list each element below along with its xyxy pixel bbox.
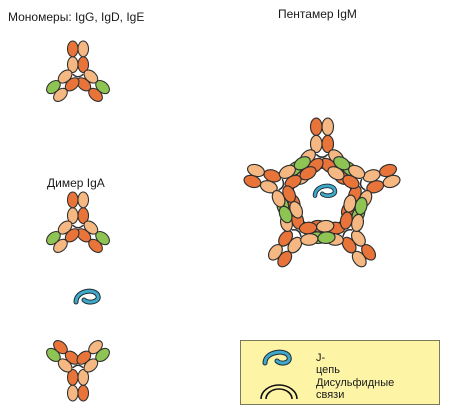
domain	[321, 117, 335, 136]
fab-arm	[298, 219, 336, 246]
domain	[333, 156, 351, 171]
hinge	[278, 178, 285, 191]
fab-arm	[327, 156, 366, 190]
hinge	[72, 364, 84, 369]
domain	[46, 79, 61, 95]
hinge	[291, 229, 302, 237]
fab-arm	[271, 185, 304, 224]
disulfide-bond-icon	[260, 384, 298, 400]
monomer-antibody	[46, 40, 110, 102]
domain	[66, 384, 79, 402]
domain	[278, 205, 293, 224]
legend-disulfide-label-1: Дисульфидные	[316, 377, 395, 389]
hinge	[359, 178, 366, 191]
domain	[77, 384, 90, 402]
hinge	[342, 229, 353, 237]
domain	[354, 196, 368, 216]
fab-arm	[46, 340, 80, 373]
domain	[300, 233, 319, 246]
domain	[53, 340, 68, 355]
domain	[277, 250, 293, 268]
domain	[66, 40, 79, 58]
domain	[317, 231, 336, 245]
fab-arm	[46, 69, 80, 102]
legend-disulfide-label-2: связи	[316, 389, 345, 401]
dimer-antibody-bottom	[46, 340, 110, 402]
domain	[243, 174, 262, 189]
pentamer-structure	[243, 117, 401, 268]
j-chain	[73, 288, 101, 305]
domain	[361, 243, 377, 261]
domain	[379, 163, 398, 178]
domain	[77, 40, 90, 58]
domain	[95, 347, 110, 363]
fab-arm	[46, 220, 80, 253]
fab-arm	[339, 194, 368, 233]
legend-j-chain-label: J-цепь	[316, 352, 340, 376]
hinge	[72, 73, 84, 78]
domain	[88, 238, 103, 253]
domain	[88, 87, 103, 102]
fab-arm	[76, 69, 110, 102]
hinge	[72, 224, 84, 229]
domain	[66, 191, 79, 209]
fab-arm	[76, 340, 110, 373]
fab-arm	[76, 220, 110, 253]
pentamer-antibody	[243, 156, 317, 224]
domain	[77, 191, 90, 209]
monomer-structure	[46, 40, 110, 102]
legend-symbols	[260, 349, 298, 400]
dimer-structure	[46, 191, 110, 402]
dimer-label: Димер IgA	[47, 176, 105, 190]
j-chain	[312, 183, 338, 198]
monomers-label: Мономеры: IgG, IgD, IgE	[8, 10, 145, 24]
domain	[309, 117, 323, 136]
pentamer-label: Пентамер IgM	[278, 7, 357, 21]
legend-box: J-цепь Дисульфидные связи	[240, 340, 440, 405]
dimer-antibody-top	[46, 191, 110, 253]
domain	[299, 166, 317, 181]
domain	[46, 230, 61, 246]
hinge	[315, 153, 329, 158]
